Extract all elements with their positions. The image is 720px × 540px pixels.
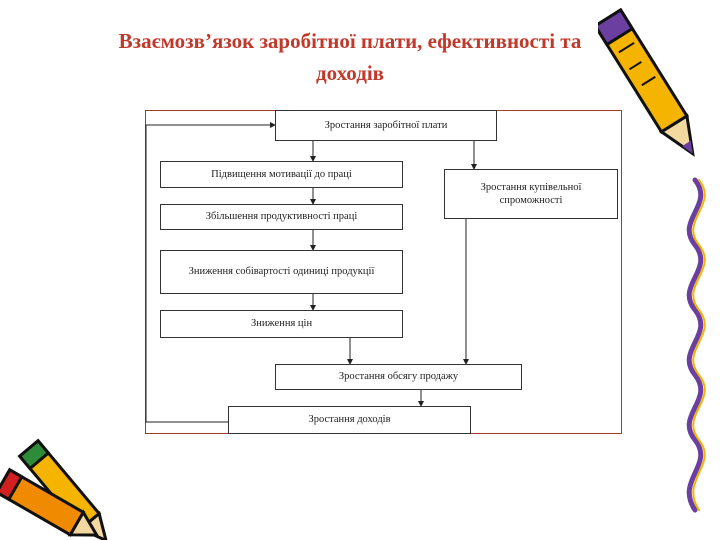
box-price-reduction: Зниження цін [160, 310, 403, 338]
title-line-1: Взаємозв’язок заробітної плати, ефективн… [118, 29, 582, 53]
pencil-top-right-icon [598, 7, 695, 157]
pencils-bottom-left-icon [0, 438, 109, 540]
box-purchasing-power: Зростання купівельної спроможності [444, 169, 618, 219]
box-productivity: Збільшення продуктивності праці [160, 204, 403, 230]
feedback-loop-arrow [145, 122, 276, 423]
box-income-growth: Зростання доходів [228, 406, 471, 434]
squiggle-right-icon [686, 177, 706, 513]
page-title: Взаємозв’язок заробітної плати, ефективн… [70, 26, 630, 89]
box-motivation: Підвищення мотивації до праці [160, 161, 403, 188]
box-wage-growth: Зростання заробітної плати [275, 110, 497, 141]
box-cost-reduction: Зниження собівартості одиниці продукції [160, 250, 403, 294]
title-line-2: доходів [316, 60, 384, 85]
box-sales-growth: Зростання обсягу продажу [275, 364, 522, 390]
